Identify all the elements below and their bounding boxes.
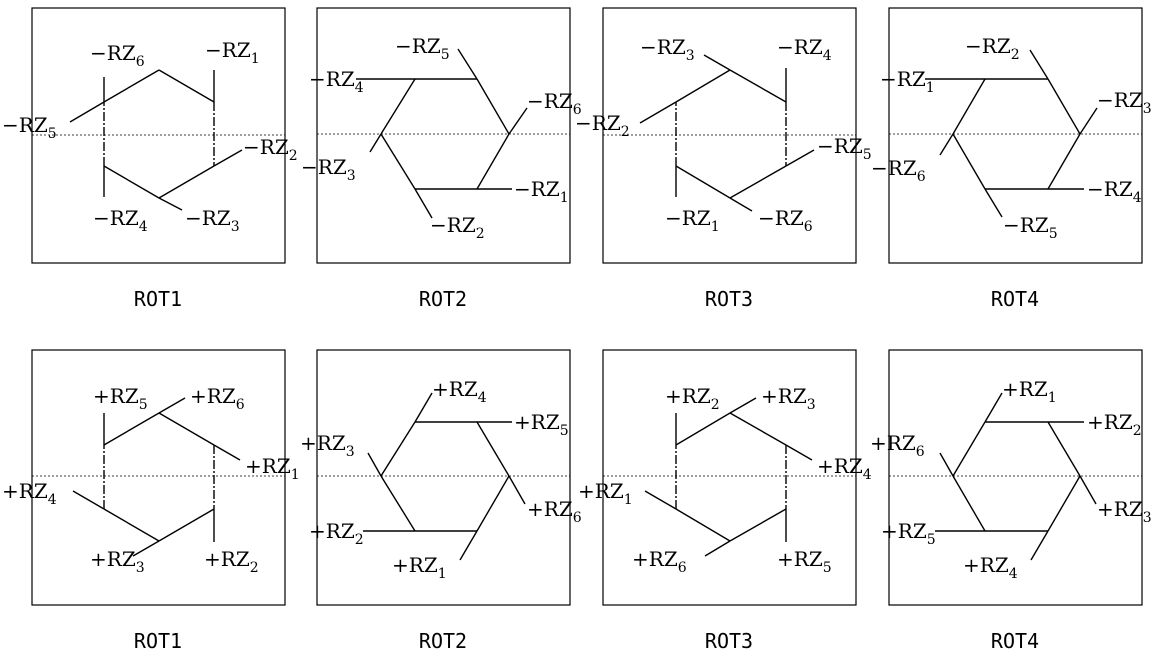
- panel-caption: ROT4: [991, 629, 1039, 653]
- label-rz: −RZ2: [575, 111, 630, 140]
- panel-frame: [31, 7, 286, 264]
- panel-r1-p2: −RZ5 −RZ4 −RZ6 −RZ3 −RZ1 −RZ2 ROT2: [301, 7, 582, 311]
- hexagon: [103, 69, 215, 199]
- label-rz: −RZ3: [640, 35, 695, 64]
- label-rz: +RZ5: [93, 384, 148, 413]
- hexagon: [952, 78, 1081, 190]
- label-rz: +RZ3: [90, 547, 145, 576]
- label-rz: +RZ5: [514, 410, 569, 439]
- label-rz: −RZ1: [514, 177, 569, 206]
- panel-frame: [316, 7, 571, 264]
- label-rz: −RZ2: [430, 213, 485, 242]
- label-rz: +RZ4: [817, 454, 872, 483]
- substituent-bonds: [935, 392, 1097, 561]
- label-rz: +RZ1: [392, 553, 447, 582]
- label-rz: −RZ3: [301, 155, 356, 184]
- label-rz: +RZ2: [309, 519, 364, 548]
- label-rz: +RZ1: [245, 454, 300, 483]
- label-rz: −RZ2: [243, 135, 298, 164]
- panel-caption: ROT1: [134, 629, 182, 653]
- panel-frame: [602, 349, 857, 606]
- label-rz: −RZ6: [758, 206, 813, 235]
- panel-r1-p1: −RZ6 −RZ1 −RZ5 −RZ2 −RZ4 −RZ3 ROT1: [2, 7, 298, 311]
- hexagon: [103, 412, 215, 542]
- label-rz: +RZ6: [190, 384, 245, 413]
- label-rz: +RZ4: [2, 479, 57, 508]
- label-rz: −RZ4: [777, 35, 832, 64]
- label-rz: +RZ3: [761, 384, 816, 413]
- label-rz: +RZ4: [963, 553, 1018, 582]
- hexagon: [380, 78, 510, 190]
- panel-frame: [602, 7, 857, 264]
- hexagon: [675, 69, 787, 199]
- hexagon: [380, 421, 510, 532]
- label-rz: +RZ1: [578, 479, 633, 508]
- label-rz: −RZ5: [395, 34, 450, 63]
- substituent-bonds: [644, 397, 813, 557]
- panel-r1-p4: −RZ2 −RZ1 −RZ3 −RZ6 −RZ4 −RZ5 ROT4: [871, 7, 1152, 311]
- label-rz: +RZ1: [1002, 377, 1057, 406]
- label-rz: +RZ5: [881, 519, 936, 548]
- label-rz: −RZ1: [880, 67, 935, 96]
- panel-r2-p2: +RZ4 +RZ5 +RZ3 +RZ6 +RZ2 +RZ1 ROT2: [300, 349, 582, 653]
- panel-frame: [888, 7, 1143, 264]
- label-rz: +RZ6: [527, 497, 582, 526]
- label-rz: −RZ4: [93, 206, 148, 235]
- label-rz: +RZ6: [632, 547, 687, 576]
- panel-r2-p3: +RZ2 +RZ3 +RZ4 +RZ1 +RZ6 +RZ5 ROT3: [578, 349, 872, 653]
- label-rz: +RZ2: [204, 547, 259, 576]
- panel-frame: [888, 349, 1143, 606]
- label-rz: −RZ4: [1087, 177, 1142, 206]
- label-rz: +RZ4: [432, 377, 487, 406]
- substituent-bonds: [69, 70, 243, 211]
- label-rz: −RZ5: [817, 134, 872, 163]
- panel-caption: ROT3: [705, 287, 753, 311]
- label-rz: −RZ6: [871, 156, 926, 185]
- panel-frame: [316, 349, 571, 606]
- panel-frame: [31, 349, 286, 606]
- substituent-bonds: [356, 48, 528, 219]
- panel-caption: ROT1: [134, 287, 182, 311]
- label-rz: −RZ5: [2, 113, 57, 142]
- hexagon: [675, 412, 787, 542]
- substituent-bonds: [925, 49, 1098, 218]
- label-rz: +RZ3: [1097, 497, 1152, 526]
- label-rz: +RZ2: [1087, 410, 1142, 439]
- substituent-bonds: [72, 397, 241, 557]
- panel-r2-p1: +RZ5 +RZ6 +RZ1 +RZ4 +RZ3 +RZ2 ROT1: [2, 349, 300, 653]
- label-rz: −RZ5: [1003, 213, 1058, 242]
- label-rz: −RZ3: [185, 206, 240, 235]
- label-rz: −RZ3: [1097, 88, 1152, 117]
- label-rz: −RZ1: [205, 38, 260, 67]
- panel-caption: ROT2: [419, 287, 467, 311]
- panel-r1-p3: −RZ3 −RZ4 −RZ2 −RZ5 −RZ1 −RZ6 ROT3: [575, 7, 872, 311]
- label-rz: +RZ5: [777, 547, 832, 576]
- label-rz: −RZ6: [527, 89, 582, 118]
- label-rz: +RZ2: [665, 384, 720, 413]
- hexagon: [952, 421, 1081, 532]
- label-rz: +RZ3: [300, 431, 355, 460]
- label-rz: −RZ4: [309, 67, 364, 96]
- substituent-bonds: [639, 54, 815, 212]
- panel-caption: ROT2: [419, 629, 467, 653]
- label-rz: −RZ1: [665, 206, 720, 235]
- substituent-bonds: [363, 392, 526, 561]
- panel-r2-p4: +RZ1 +RZ2 +RZ6 +RZ3 +RZ5 +RZ4 ROT4: [870, 349, 1152, 653]
- panel-caption: ROT3: [705, 629, 753, 653]
- panel-caption: ROT4: [991, 287, 1039, 311]
- label-rz: −RZ6: [90, 41, 145, 70]
- label-rz: +RZ6: [870, 431, 925, 460]
- label-rz: −RZ2: [965, 34, 1020, 63]
